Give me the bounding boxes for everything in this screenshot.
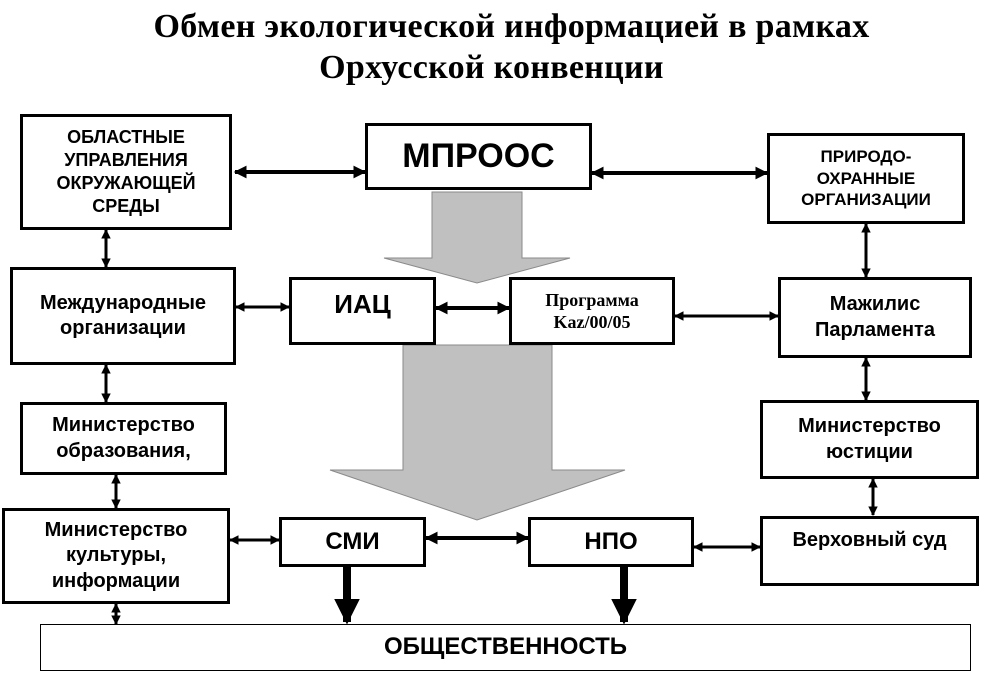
node-ngo: НПО bbox=[528, 517, 694, 567]
node-regional: ОБЛАСТНЫЕ УПРАВЛЕНИЯ ОКРУЖАЮЩЕЙ СРЕДЫ bbox=[20, 114, 232, 230]
node-program: Программа Kaz/00/05 bbox=[509, 277, 675, 345]
node-program-label: Программа Kaz/00/05 bbox=[545, 289, 639, 333]
flow-arrow-upper bbox=[383, 191, 571, 284]
node-media-label: СМИ bbox=[325, 527, 380, 555]
node-education: Министерство образования, bbox=[20, 402, 227, 475]
node-ngo-label: НПО bbox=[584, 527, 638, 555]
diagram-title-line2: Орхусской конвенции bbox=[319, 49, 664, 86]
node-intl: Международные организации bbox=[10, 267, 236, 365]
node-court-label: Верховный суд bbox=[792, 529, 947, 552]
node-iac: ИАЦ bbox=[289, 277, 436, 345]
node-mprooc: МПРООС bbox=[365, 123, 592, 190]
node-justice-label: Министерство юстиции bbox=[798, 415, 941, 463]
node-media: СМИ bbox=[279, 517, 426, 567]
node-court: Верховный суд bbox=[760, 516, 979, 586]
node-mazhilis-label: Мажилис Парламента bbox=[815, 293, 935, 341]
node-justice: Министерство юстиции bbox=[760, 400, 979, 479]
node-mprooc-label: МПРООС bbox=[402, 136, 555, 175]
node-intl-label: Международные организации bbox=[39, 291, 207, 339]
node-culture-label: Министерство культуры, информации bbox=[44, 518, 188, 592]
node-education-label: Министерство образования, bbox=[52, 414, 195, 462]
node-culture: Министерство культуры, информации bbox=[2, 508, 230, 604]
flow-arrow-lower bbox=[329, 344, 626, 521]
node-nature: ПРИРОДО-ОХРАННЫЕ ОРГАНИЗАЦИИ bbox=[767, 133, 965, 224]
node-mazhilis: Мажилис Парламента bbox=[778, 277, 972, 358]
node-public: ОБЩЕСТВЕННОСТЬ bbox=[40, 624, 971, 671]
node-nature-label: ПРИРОДО-ОХРАННЫЕ ОРГАНИЗАЦИИ bbox=[801, 147, 931, 210]
node-iac-label: ИАЦ bbox=[334, 289, 391, 320]
diagram-title-line1: Обмен экологической информацией в рамках bbox=[153, 8, 870, 45]
node-public-label: ОБЩЕСТВЕННОСТЬ bbox=[383, 633, 628, 661]
node-regional-label: ОБЛАСТНЫЕ УПРАВЛЕНИЯ ОКРУЖАЮЩЕЙ СРЕДЫ bbox=[56, 127, 196, 216]
